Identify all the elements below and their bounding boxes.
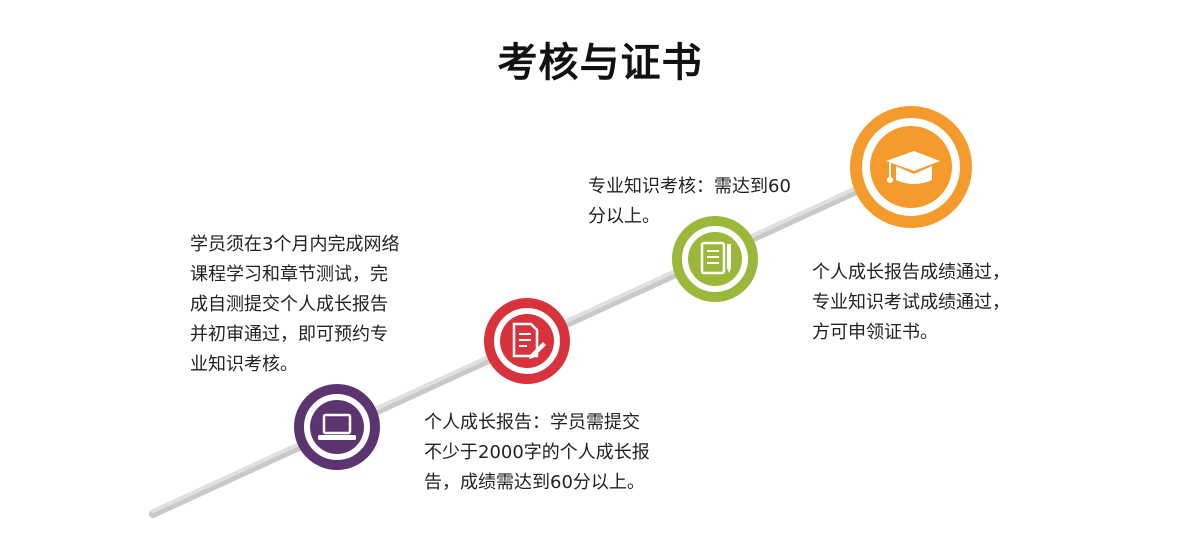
step-2-node: [484, 298, 570, 384]
laptop-icon: [318, 413, 356, 440]
step-4-description: 个人成长报告成绩通过， 专业知识考试成绩通过， 方可申领证书。: [812, 262, 1010, 343]
page-title: 考核与证书: [497, 40, 703, 86]
step-2-description: 个人成长报告：学员需提交 不少于2000字的个人成长报 告，成绩需达到60分以上…: [424, 412, 650, 493]
document-pen-icon: [512, 322, 546, 359]
step-3-node: [672, 216, 758, 302]
graduation-cap-icon: [886, 151, 940, 184]
step-1-inner: [310, 400, 364, 454]
notepad-icon: [700, 241, 731, 275]
step-1-node: [294, 384, 380, 470]
step-3-inner: [688, 232, 742, 286]
step-4-node: [850, 106, 972, 228]
step-1-description: 学员须在3个月内完成网络 课程学习和章节测试，完 成自测提交个人成长报告 并初审…: [190, 234, 400, 375]
step-3-description: 专业知识考核：需达到60 分以上。: [588, 176, 791, 227]
